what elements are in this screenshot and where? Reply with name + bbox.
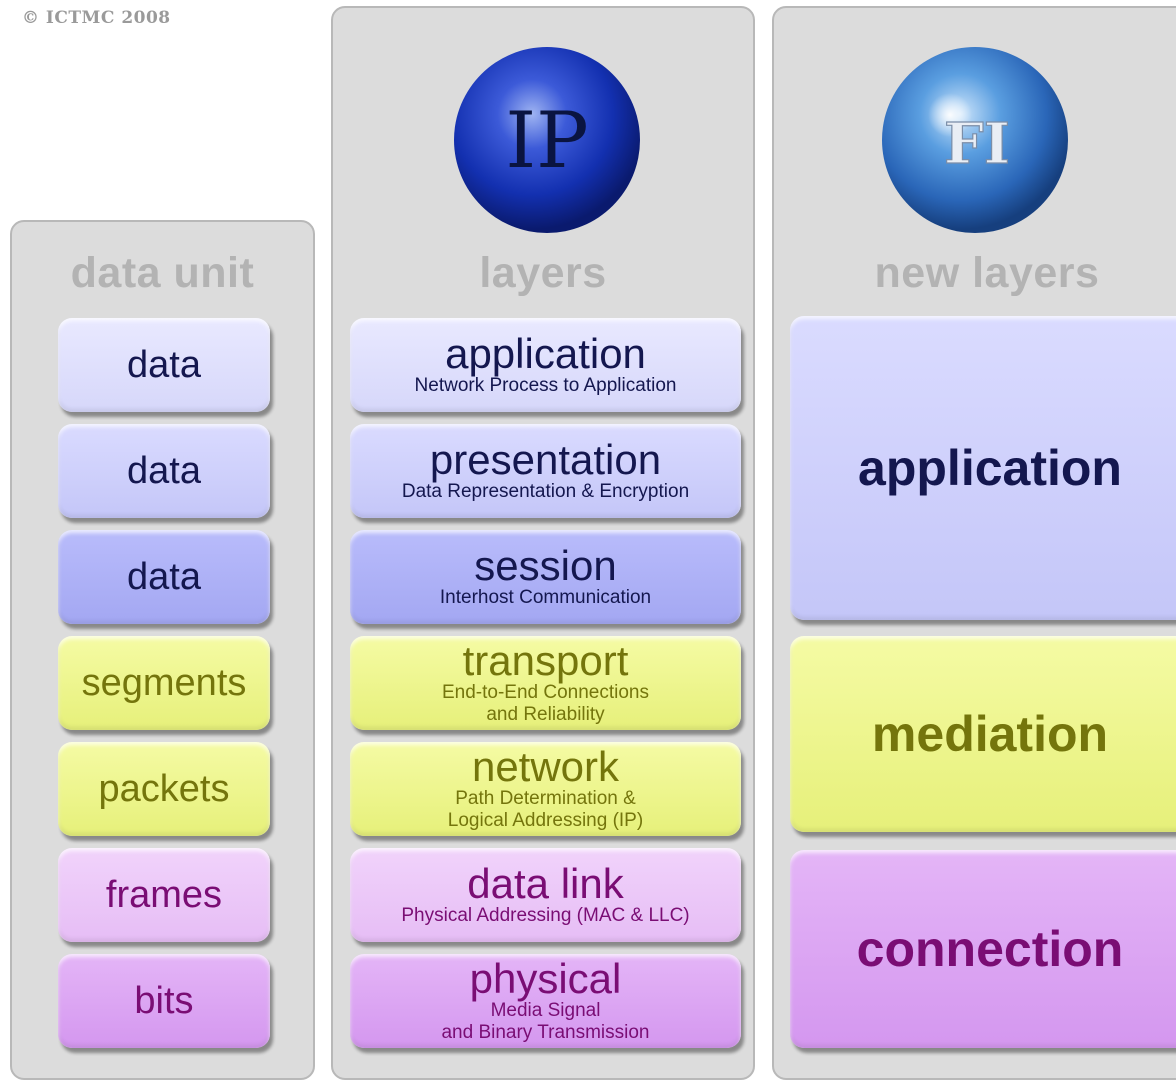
data-unit-label: data — [127, 343, 201, 386]
layer-session: session Interhost Communication — [350, 530, 741, 624]
ip-globe-icon: IP — [454, 47, 640, 233]
data-unit-application: data — [58, 318, 270, 412]
data-unit-transport: segments — [58, 636, 270, 730]
data-unit-network: packets — [58, 742, 270, 836]
new-layer-label: application — [858, 440, 1122, 496]
layer-data-link: data link Physical Addressing (MAC & LLC… — [350, 848, 741, 942]
data-unit-label: segments — [81, 661, 247, 704]
layer-description: and Binary Transmission — [441, 1022, 650, 1043]
layer-application: application Network Process to Applicati… — [350, 318, 741, 412]
layer-description: Path Determination & — [455, 788, 636, 810]
layer-description: Logical Addressing (IP) — [447, 810, 644, 831]
layer-description: End-to-End Connections — [441, 682, 649, 704]
new-layer-mediation: mediation — [790, 636, 1176, 832]
fi-globe-icon: FI — [882, 47, 1068, 233]
layer-description: Media Signal — [490, 1000, 601, 1022]
layers-title: layers — [479, 249, 607, 297]
data-unit-label: bits — [134, 979, 194, 1022]
ip-logo-text: IP — [505, 96, 588, 186]
fi-logo-text: FI — [944, 111, 1010, 177]
layer-network: network Path Determination & Logical Add… — [350, 742, 741, 836]
layer-name: data link — [467, 860, 624, 908]
copyright-notice: © ICTMC 2008 — [22, 8, 171, 28]
layer-description: Interhost Communication — [439, 587, 652, 609]
layer-name: physical — [469, 955, 622, 1003]
data-unit-label: frames — [105, 873, 223, 916]
layer-name: network — [471, 743, 620, 791]
layer-description: Physical Addressing (MAC & LLC) — [401, 905, 690, 927]
data-unit-label: data — [127, 555, 201, 598]
layer-name: session — [474, 542, 617, 590]
layer-physical: physical Media Signal and Binary Transmi… — [350, 954, 741, 1048]
data-unit-session: data — [58, 530, 270, 624]
new-layer-application: application — [790, 316, 1176, 620]
layer-name: transport — [462, 637, 629, 685]
data-unit-title: data unit — [70, 249, 255, 297]
layer-presentation: presentation Data Representation & Encry… — [350, 424, 741, 518]
new-layer-label: mediation — [871, 706, 1109, 762]
new-layer-label: connection — [856, 921, 1124, 977]
new-layer-connection: connection — [790, 850, 1176, 1048]
layer-name: application — [445, 330, 646, 378]
data-unit-presentation: data — [58, 424, 270, 518]
layer-name: presentation — [429, 436, 662, 484]
layer-description: Data Representation & Encryption — [401, 481, 690, 503]
data-unit-physical: bits — [58, 954, 270, 1048]
data-unit-label: packets — [98, 767, 230, 810]
layer-transport: transport End-to-End Connections and Rel… — [350, 636, 741, 730]
layer-description: and Reliability — [486, 704, 605, 725]
layer-description: Network Process to Application — [414, 375, 677, 397]
data-unit-label: data — [127, 449, 201, 492]
data-unit-data-link: frames — [58, 848, 270, 942]
new-layers-title: new layers — [874, 249, 1100, 297]
